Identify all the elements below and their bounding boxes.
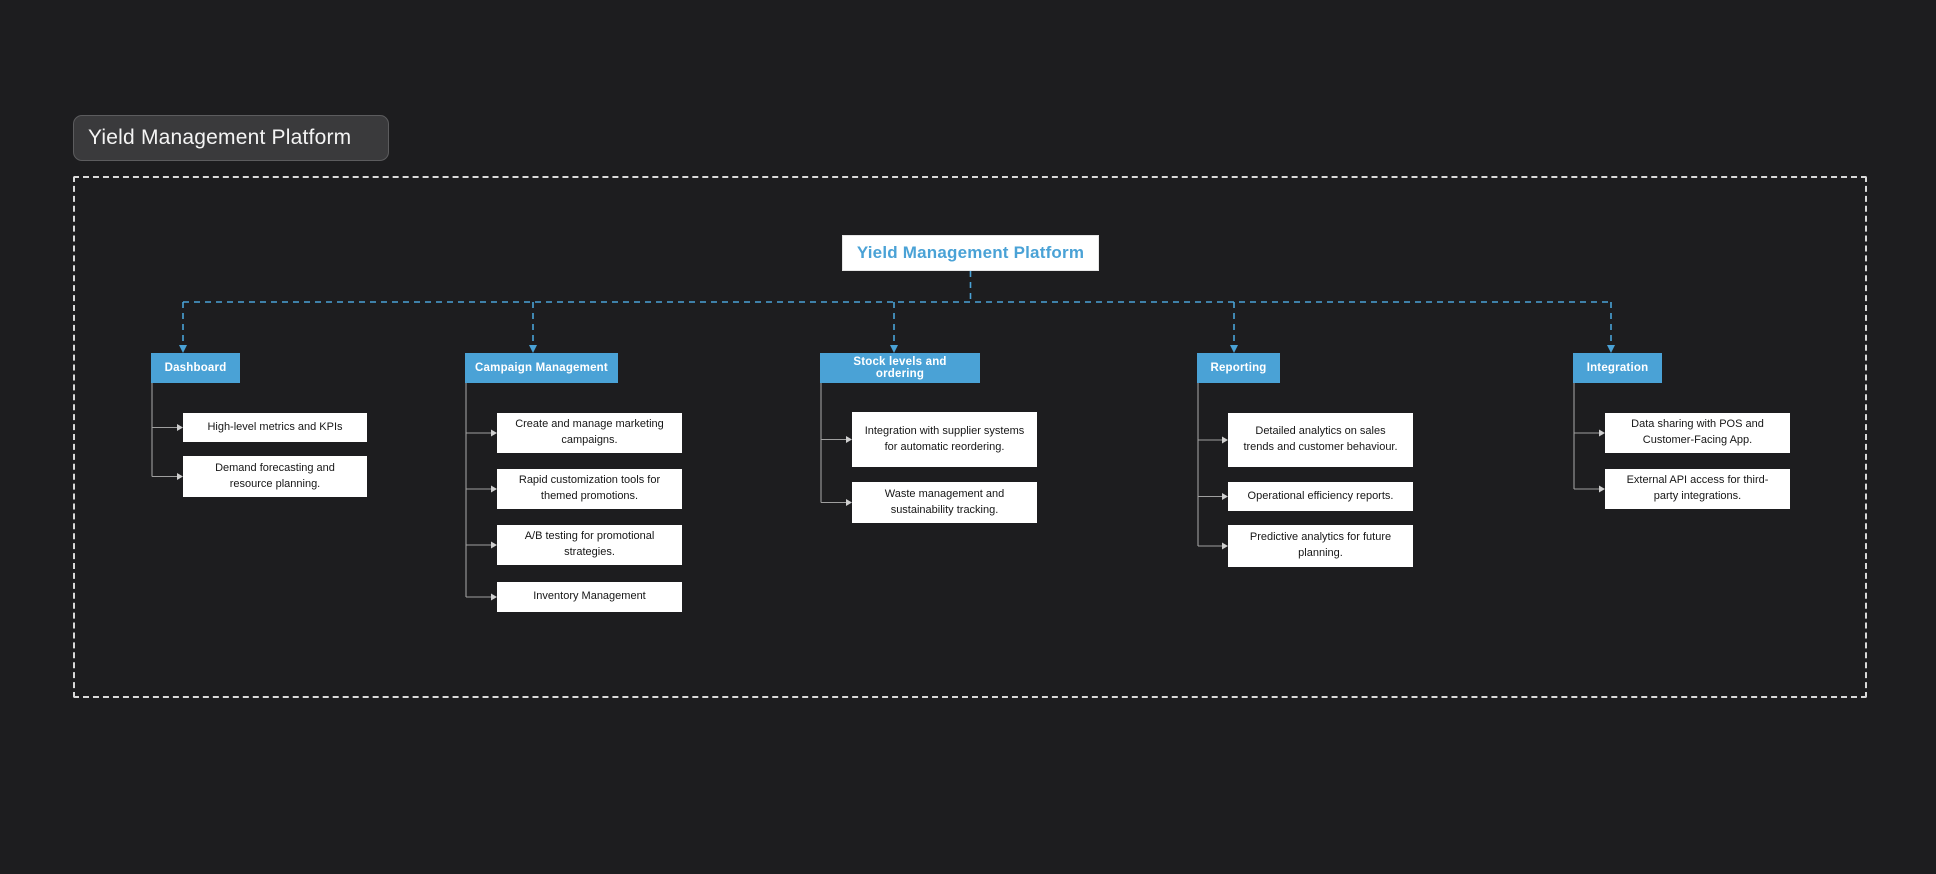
leaf-node[interactable]: Waste management and sustainability trac… — [852, 482, 1037, 523]
category-node-reporting[interactable]: Reporting — [1197, 353, 1280, 383]
diagram-frame — [73, 176, 1867, 698]
category-node-dashboard[interactable]: Dashboard — [151, 353, 240, 383]
leaf-node[interactable]: A/B testing for promotional strategies. — [497, 525, 682, 565]
category-node-integration[interactable]: Integration — [1573, 353, 1662, 383]
root-node[interactable]: Yield Management Platform — [842, 235, 1099, 271]
leaf-node[interactable]: Data sharing with POS and Customer-Facin… — [1605, 413, 1790, 453]
leaf-node[interactable]: Inventory Management — [497, 582, 682, 612]
leaf-node[interactable]: High-level metrics and KPIs — [183, 413, 367, 442]
category-node-campaign-management[interactable]: Campaign Management — [465, 353, 618, 383]
leaf-node[interactable]: Predictive analytics for future planning… — [1228, 525, 1413, 567]
leaf-node[interactable]: Operational efficiency reports. — [1228, 482, 1413, 511]
leaf-node[interactable]: External API access for third-party inte… — [1605, 469, 1790, 509]
leaf-node[interactable]: Create and manage marketing campaigns. — [497, 413, 682, 453]
page-title[interactable]: Yield Management Platform — [73, 115, 389, 161]
leaf-node[interactable]: Demand forecasting and resource planning… — [183, 456, 367, 497]
category-node-stock-levels[interactable]: Stock levels and ordering — [820, 353, 980, 383]
leaf-node[interactable]: Rapid customization tools for themed pro… — [497, 469, 682, 509]
leaf-node[interactable]: Integration with supplier systems for au… — [852, 412, 1037, 467]
leaf-node[interactable]: Detailed analytics on sales trends and c… — [1228, 413, 1413, 467]
